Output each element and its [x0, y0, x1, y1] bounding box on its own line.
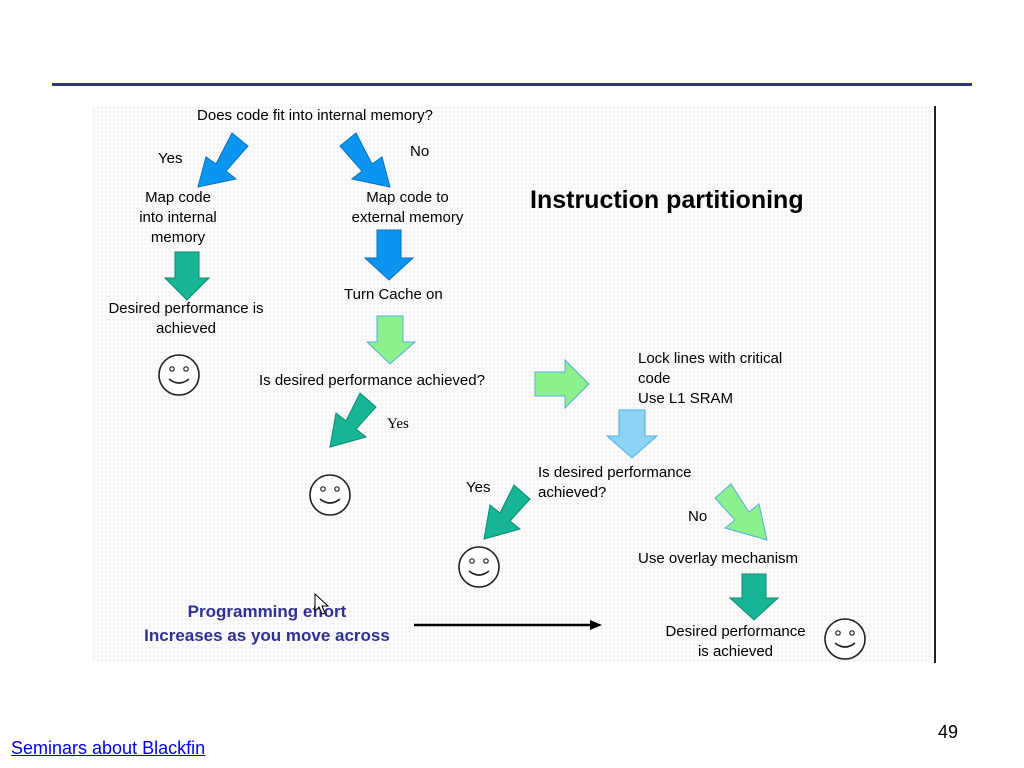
- smiley-icon: [458, 546, 500, 588]
- right-border-line: [934, 106, 936, 663]
- mouse-pointer-icon: [314, 592, 330, 615]
- map-internal-node: Map code into internal memory: [139, 189, 217, 246]
- down-arrow-internal-icon: [163, 251, 211, 301]
- lock-lines-node: Lock lines with critical code Use L1 SRA…: [638, 350, 783, 407]
- smiley-icon: [824, 618, 866, 660]
- flowchart-panel: [92, 106, 932, 662]
- question-perf-1: Is desired performance achieved?: [259, 372, 485, 389]
- smiley-icon: [158, 354, 200, 396]
- map-external-node: Map code to external memory: [351, 189, 464, 226]
- down-arrow-lock-icon: [605, 409, 659, 459]
- label-yes-1: Yes: [158, 150, 183, 167]
- no-arrow-icon: [339, 132, 391, 188]
- question-perf-2: Is desired performance achieved?: [538, 464, 692, 501]
- label-no-2: No: [688, 508, 708, 525]
- programming-effort-text: Programming effort Increases as you move…: [144, 602, 390, 645]
- down-arrow-external-icon: [363, 229, 415, 281]
- title-rule: [52, 83, 972, 86]
- label-yes-3: Yes: [466, 479, 491, 496]
- desired-left-node: Desired performance is achieved: [108, 300, 264, 337]
- desired-bottom-node: Desired performance is achieved: [665, 623, 806, 660]
- yes3-arrow-icon: [483, 484, 531, 540]
- smiley-icon: [309, 474, 351, 516]
- yes2-arrow-icon: [329, 392, 377, 448]
- slide-number: 49: [938, 722, 959, 742]
- diagram-heading: Instruction partitioning: [530, 186, 804, 214]
- turn-cache-node: Turn Cache on: [344, 286, 443, 303]
- footer-link[interactable]: Seminars about Blackfin: [11, 738, 206, 758]
- effort-arrow-icon: [414, 620, 602, 630]
- question-fit-memory: Does code fit into internal memory?: [197, 107, 433, 124]
- yes-arrow-icon: [197, 132, 249, 188]
- no2-arrow-icon: [714, 483, 768, 541]
- right-arrow-icon: [534, 358, 590, 410]
- label-no-1: No: [410, 143, 430, 160]
- label-yes-2: Yes: [387, 416, 409, 432]
- down-arrow-cache-icon: [365, 315, 417, 365]
- down-arrow-overlay-icon: [728, 573, 780, 621]
- overlay-node: Use overlay mechanism: [638, 550, 799, 567]
